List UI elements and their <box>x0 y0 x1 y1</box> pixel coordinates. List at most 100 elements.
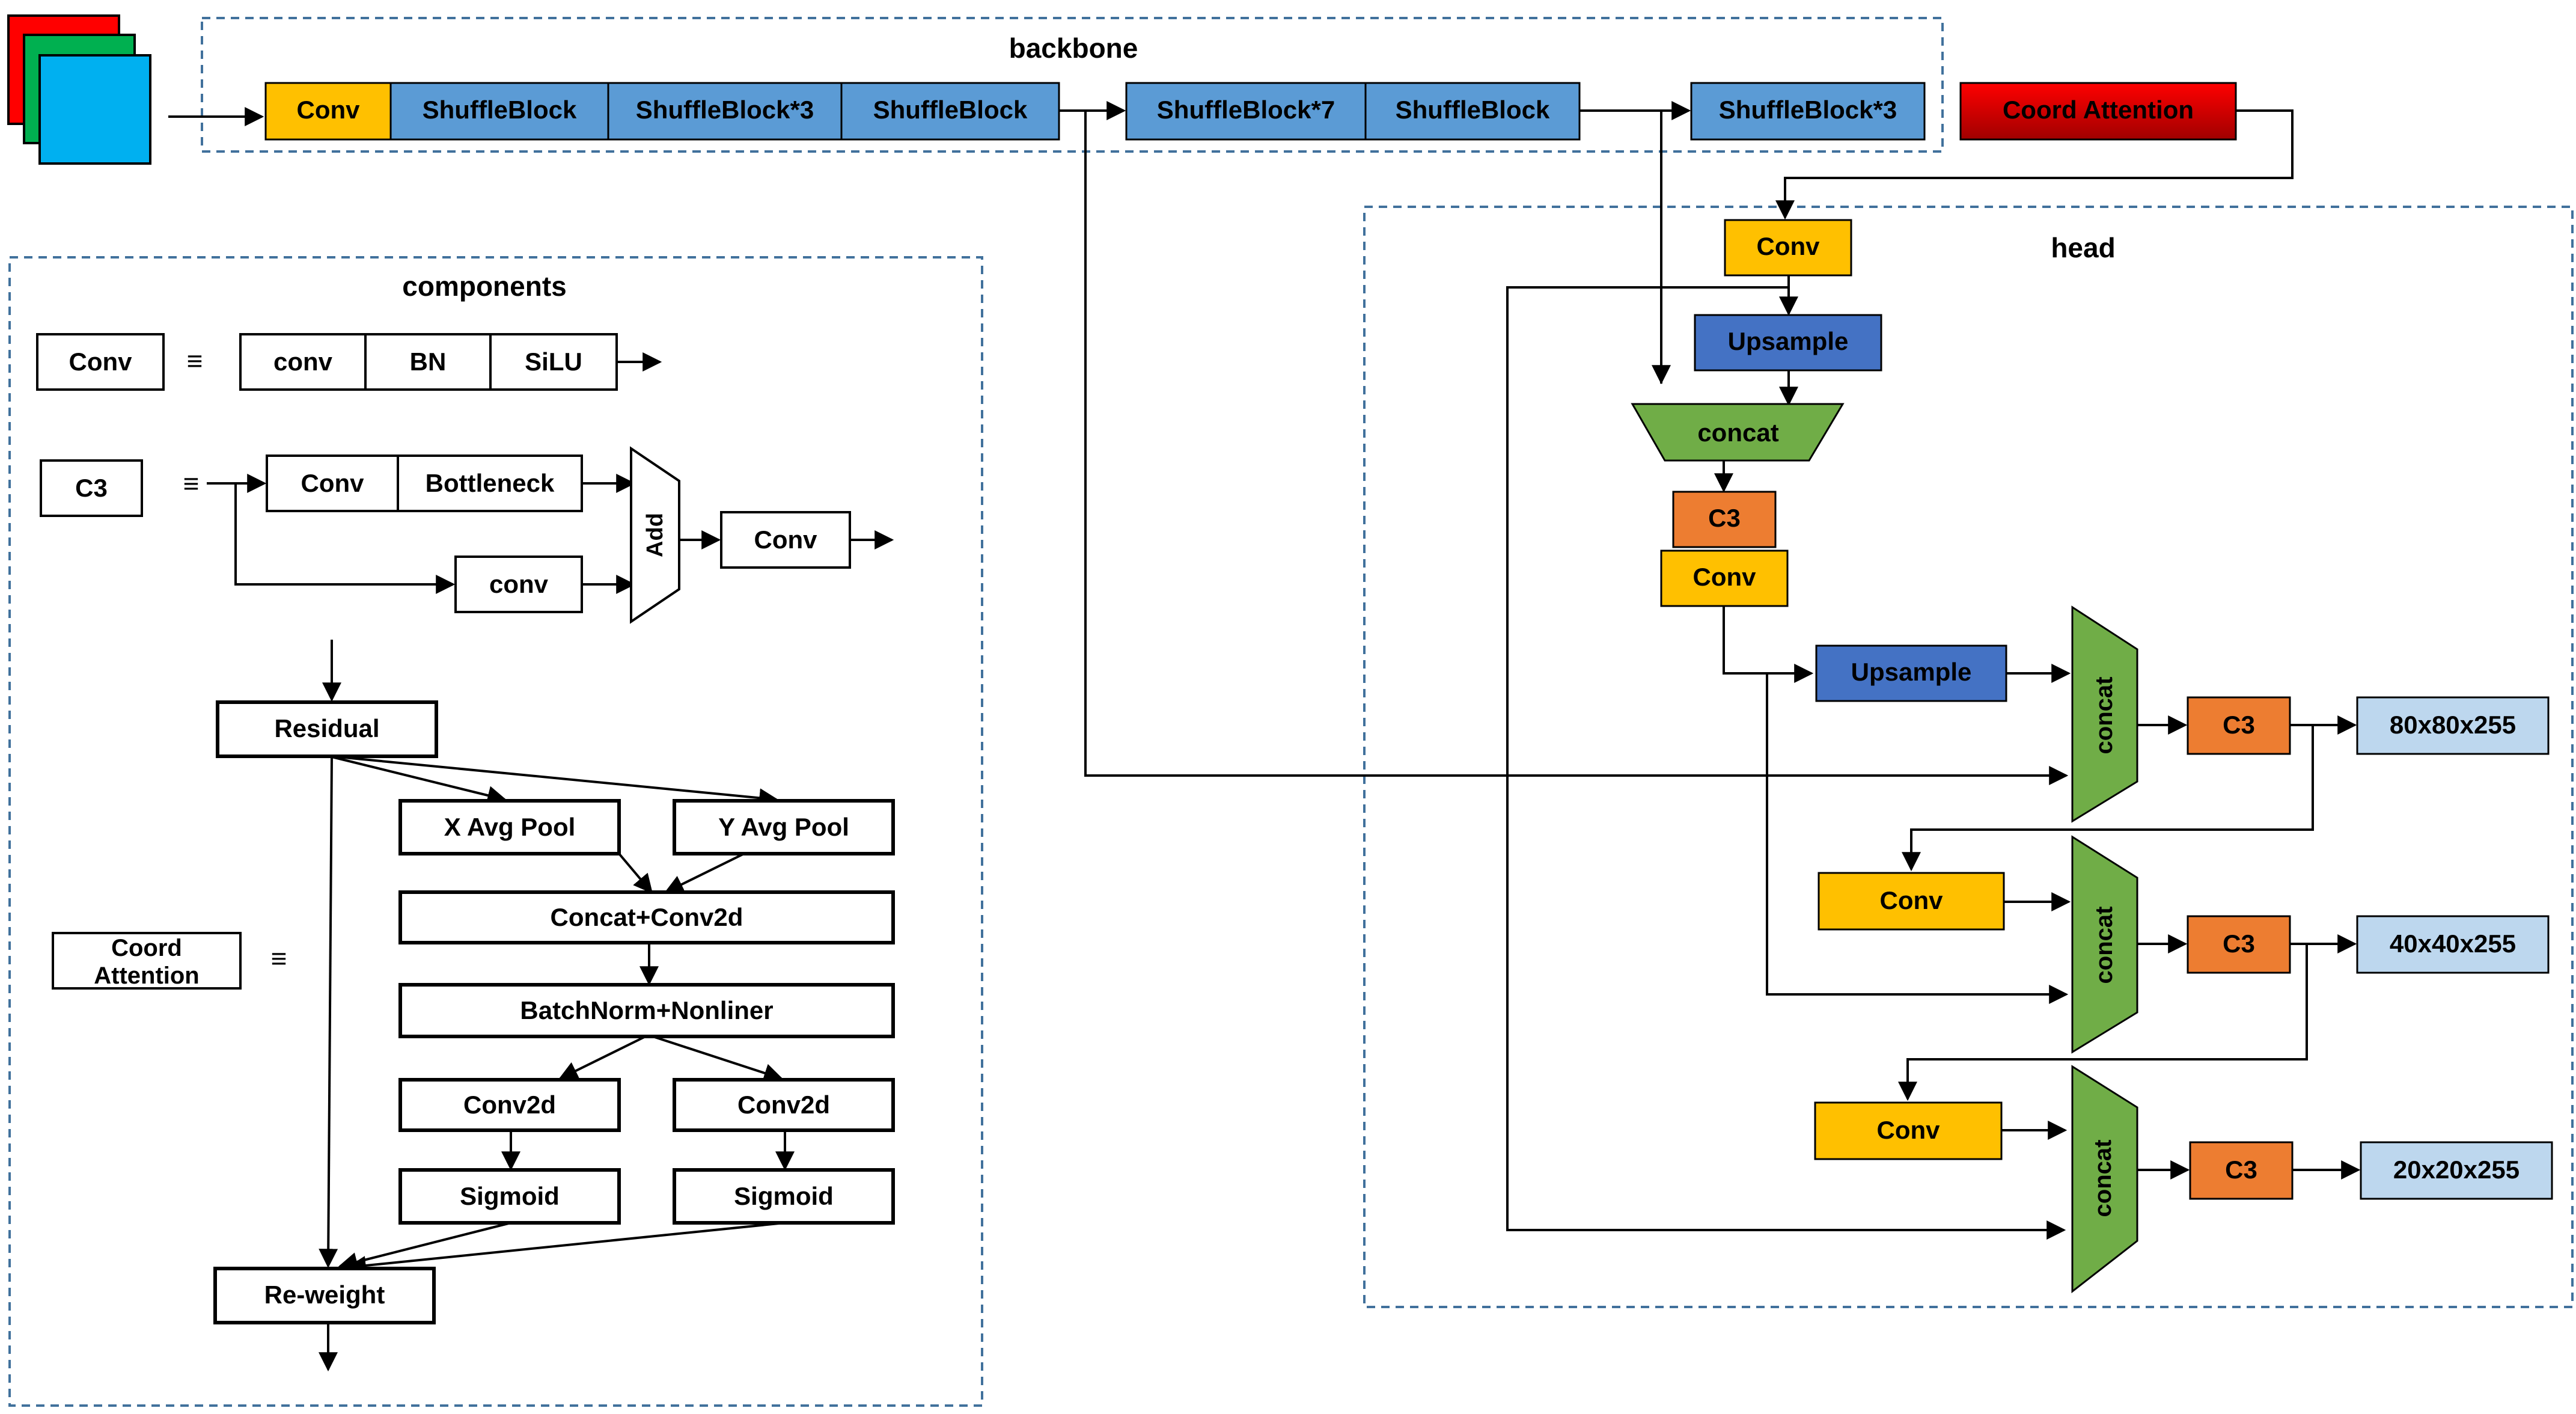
svg-text:Sigmoid: Sigmoid <box>734 1182 834 1210</box>
backbone-shuffleblock-x3-b: ShuffleBlock*3 <box>1690 82 1926 141</box>
svg-text:ShuffleBlock*3: ShuffleBlock*3 <box>636 96 814 124</box>
svg-text:Conv: Conv <box>297 96 361 124</box>
svg-text:Conv: Conv <box>1693 563 1757 591</box>
svg-text:Bottleneck: Bottleneck <box>426 469 555 497</box>
head-upsample-2: Upsample <box>1815 644 2007 702</box>
svg-text:conv: conv <box>273 347 333 376</box>
backbone-conv-block: Conv <box>264 82 392 141</box>
svg-text:BN: BN <box>410 347 447 376</box>
coord-conv2d-left: Conv2d <box>398 1078 621 1132</box>
svg-text:Add: Add <box>642 513 668 557</box>
connectors <box>168 101 2361 1372</box>
head-concat-3: concat <box>2071 835 2138 1054</box>
svg-text:C3: C3 <box>2223 929 2255 958</box>
coord-sigmoid-left: Sigmoid <box>398 1168 621 1225</box>
coord-reweight-block: Re-weight <box>213 1267 436 1324</box>
coord-residual-block: Residual <box>216 700 438 758</box>
svg-text:SiLU: SiLU <box>525 347 582 376</box>
head-c3-4: C3 <box>2189 1141 2294 1200</box>
coord-sigmoid-right: Sigmoid <box>673 1168 895 1225</box>
svg-text:ShuffleBlock*3: ShuffleBlock*3 <box>1719 96 1897 124</box>
backbone-frame <box>201 17 1944 153</box>
head-conv-4: Conv <box>1814 1101 2003 1160</box>
input-image-icon <box>7 14 151 165</box>
svg-text:ShuffleBlock*7: ShuffleBlock*7 <box>1157 96 1335 124</box>
svg-text:Upsample: Upsample <box>1851 658 1972 686</box>
svg-text:ShuffleBlock: ShuffleBlock <box>423 96 577 124</box>
svg-text:C3: C3 <box>2225 1155 2257 1184</box>
svg-text:C3: C3 <box>2223 711 2255 739</box>
svg-text:Conv: Conv <box>301 469 365 497</box>
backbone-shuffleblock-1: ShuffleBlock <box>389 82 609 141</box>
c3-conv-block: Conv <box>266 454 399 512</box>
backbone-shuffleblock-x3: ShuffleBlock*3 <box>607 82 843 141</box>
component-coord-label: Coord Attention <box>52 932 242 990</box>
component-conv-label: Conv <box>36 333 165 391</box>
head-conv-2: Conv <box>1660 549 1789 607</box>
svg-text:C3: C3 <box>75 474 108 502</box>
svg-text:Conv: Conv <box>1757 232 1821 260</box>
svg-text:Attention: Attention <box>94 963 200 989</box>
svg-text:Conv: Conv <box>1877 1116 1941 1144</box>
head-concat-2: concat <box>2071 605 2138 823</box>
coord-equiv-symbol: ≡ <box>271 943 287 974</box>
svg-text:concat: concat <box>1697 418 1778 447</box>
svg-text:40x40x255: 40x40x255 <box>2390 929 2516 958</box>
backbone-title: backbone <box>1009 32 1138 64</box>
svg-text:ShuffleBlock: ShuffleBlock <box>1396 96 1550 124</box>
backbone-shuffleblock-3: ShuffleBlock <box>1364 82 1581 141</box>
component-c3-label: C3 <box>40 459 143 517</box>
svg-text:concat: concat <box>2090 1140 2116 1217</box>
svg-text:Conv2d: Conv2d <box>737 1091 830 1119</box>
backbone-coord-attention: Coord Attention <box>1959 82 2237 141</box>
svg-text:Concat+Conv2d: Concat+Conv2d <box>551 903 743 931</box>
head-concat-1: concat <box>1631 403 1845 462</box>
svg-text:Conv: Conv <box>69 347 133 376</box>
svg-text:Sigmoid: Sigmoid <box>460 1182 560 1210</box>
svg-text:X Avg Pool: X Avg Pool <box>444 813 576 841</box>
components-frame <box>8 256 983 1407</box>
head-c3-3: C3 <box>2187 915 2291 974</box>
svg-text:concat: concat <box>2091 907 2117 984</box>
c3-equiv-symbol: ≡ <box>183 468 200 499</box>
coord-xpool-block: X Avg Pool <box>398 799 621 855</box>
coord-conv2d-right: Conv2d <box>673 1078 895 1132</box>
conv-equiv-symbol: ≡ <box>187 345 203 376</box>
head-conv-3: Conv <box>1818 872 2005 931</box>
svg-text:ShuffleBlock: ShuffleBlock <box>873 96 1028 124</box>
svg-text:20x20x255: 20x20x255 <box>2393 1155 2520 1184</box>
svg-text:Conv: Conv <box>754 525 818 554</box>
coord-ypool-block: Y Avg Pool <box>673 799 895 855</box>
head-c3-1: C3 <box>1672 491 1777 548</box>
svg-text:BatchNorm+Nonliner: BatchNorm+Nonliner <box>520 996 773 1024</box>
svg-text:Upsample: Upsample <box>1728 327 1849 355</box>
coord-concat-block: Concat+Conv2d <box>398 890 895 944</box>
head-c3-2: C3 <box>2187 696 2291 755</box>
c3-bottleneck-block: Bottleneck <box>397 454 583 512</box>
head-output-80: 80x80x255 <box>2356 696 2550 755</box>
head-concat-4: concat <box>2071 1065 2138 1294</box>
svg-text:Y Avg Pool: Y Avg Pool <box>718 813 849 841</box>
svg-text:concat: concat <box>2091 677 2117 754</box>
c3-conv-out-block: Conv <box>720 511 851 569</box>
head-upsample-1: Upsample <box>1694 314 1882 372</box>
svg-text:C3: C3 <box>1708 504 1741 532</box>
svg-text:Coord: Coord <box>111 935 182 961</box>
svg-text:80x80x255: 80x80x255 <box>2390 711 2516 739</box>
c3-conv-lower-block: conv <box>454 556 583 613</box>
head-output-20: 20x20x255 <box>2360 1141 2553 1200</box>
head-output-40: 40x40x255 <box>2356 915 2550 974</box>
head-title: head <box>2051 232 2115 263</box>
svg-text:Coord Attention: Coord Attention <box>2003 96 2194 124</box>
backbone-shuffleblock-2: ShuffleBlock <box>840 82 1060 141</box>
svg-text:Conv2d: Conv2d <box>463 1091 556 1119</box>
components-title: components <box>402 271 566 302</box>
svg-text:Re-weight: Re-weight <box>264 1281 385 1309</box>
svg-text:Conv: Conv <box>1880 886 1944 914</box>
svg-text:Residual: Residual <box>274 714 379 742</box>
component-conv-parts: conv BN SiLU <box>239 333 618 391</box>
coord-batchnorm-block: BatchNorm+Nonliner <box>398 983 895 1038</box>
head-conv-1: Conv <box>1724 219 1852 277</box>
backbone-shuffleblock-x7: ShuffleBlock*7 <box>1125 82 1367 141</box>
